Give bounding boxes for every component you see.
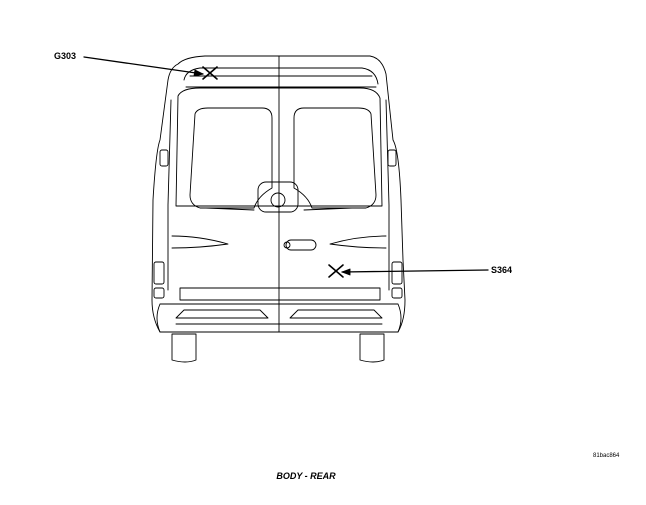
van-body-outline	[151, 55, 406, 333]
s364-x-marker	[328, 264, 344, 278]
right-mud-flap	[359, 333, 385, 363]
left-wiper	[205, 207, 255, 211]
right-side-lamp	[391, 261, 403, 285]
left-mud-flap	[171, 333, 197, 363]
right-wiper	[303, 207, 353, 211]
right-lower-lamp	[391, 287, 403, 299]
camera-lens	[270, 192, 286, 208]
door-frame	[167, 99, 390, 291]
left-rear-window	[189, 107, 273, 209]
camera-housing	[257, 181, 299, 213]
license-plate-recess	[179, 287, 381, 301]
left-lower-lamp	[153, 287, 165, 299]
left-side-lamp	[153, 261, 165, 285]
g303-x-marker	[202, 66, 218, 80]
figure-id: 81bac864	[593, 453, 620, 459]
g303-leader-line	[83, 56, 204, 75]
bumper-step	[175, 309, 383, 319]
left-tail-light-contour	[171, 235, 229, 249]
g303-label: G303	[54, 51, 77, 61]
door-lock	[283, 241, 291, 249]
right-tail-light-contour	[329, 235, 387, 249]
s364-leader-line	[341, 269, 489, 273]
diagram-caption: BODY - REAR	[276, 471, 336, 481]
bumper	[156, 303, 402, 333]
g303-arrowhead	[193, 69, 204, 77]
right-rear-window	[293, 107, 377, 209]
roof-inner-edge	[183, 67, 379, 85]
door-handle	[285, 239, 317, 251]
s364-label: S364	[491, 265, 513, 275]
door-frame-inner	[175, 87, 383, 207]
s364-arrowhead	[341, 268, 351, 276]
left-upper-marker	[159, 149, 169, 167]
right-upper-marker	[387, 149, 397, 167]
